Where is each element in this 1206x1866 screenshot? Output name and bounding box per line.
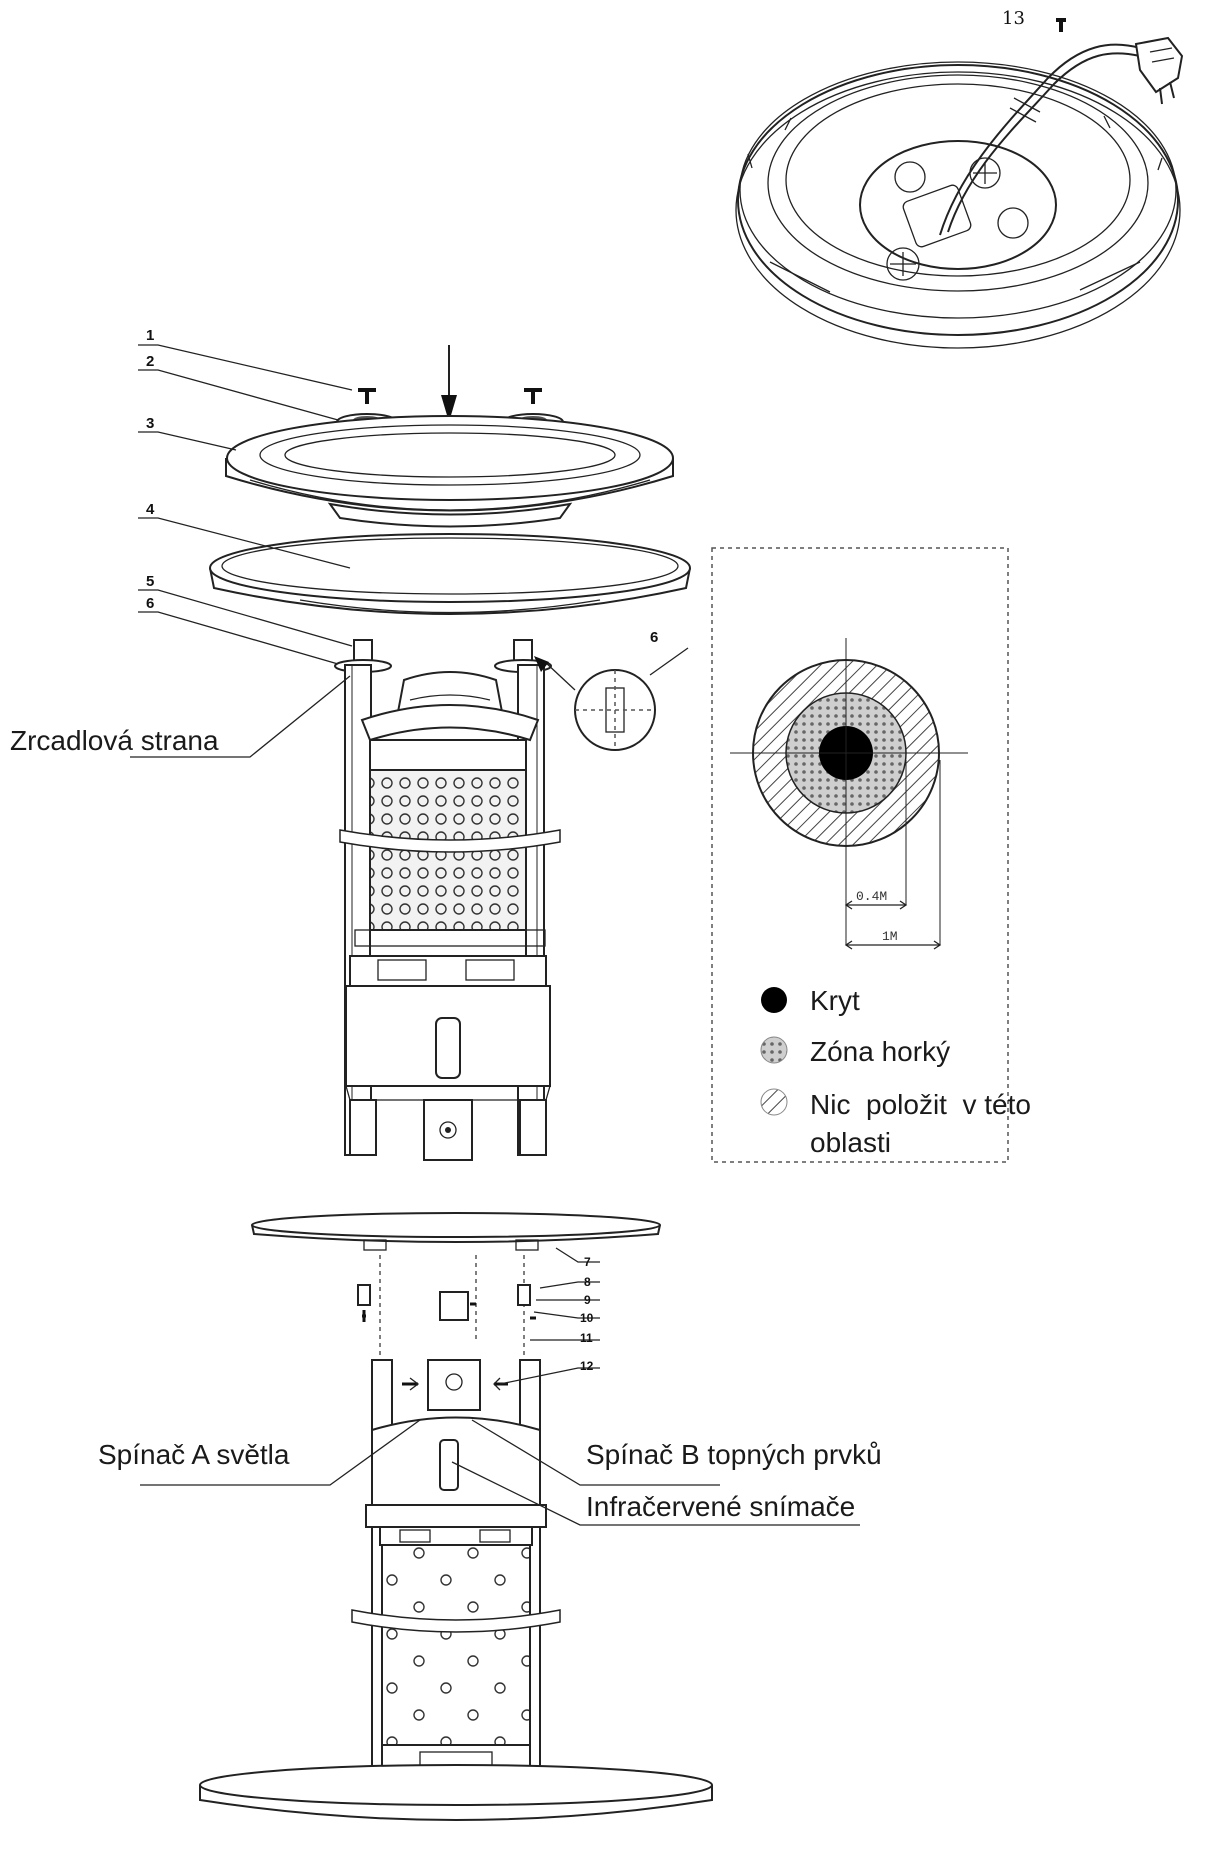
part-number-7: 7	[584, 1255, 591, 1269]
top-plate-lower	[251, 1212, 661, 1251]
part-number-1: 1	[146, 327, 154, 344]
label-infrared-sensors: Infračervené snímače	[586, 1491, 855, 1522]
screw-icon	[1056, 18, 1066, 32]
dimension-outer: 1M	[882, 929, 898, 944]
part-number-9: 9	[584, 1293, 591, 1307]
leader-lines-upper	[130, 344, 353, 758]
part-number-2: 2	[146, 353, 154, 370]
label-switch-b: Spínač B topných prvků	[586, 1439, 882, 1470]
part-number-4: 4	[146, 501, 155, 518]
part-number-6-detail: 6	[650, 629, 658, 646]
part-number-3: 3	[146, 415, 154, 432]
washer-detail	[534, 647, 689, 751]
legend-label-keep-clear-continued: oblasti	[810, 1127, 891, 1158]
part-number-6: 6	[146, 595, 154, 612]
legend-symbol-crosshatch	[760, 1036, 788, 1064]
top-cover	[225, 415, 674, 528]
part-number-8: 8	[584, 1275, 591, 1289]
down-arrow-icon	[441, 345, 457, 422]
legend-symbol-hatch	[760, 1088, 788, 1116]
part-number-10: 10	[580, 1311, 594, 1325]
power-plug-icon	[1134, 36, 1184, 105]
heater-body	[339, 664, 561, 1161]
part-number-12: 12	[580, 1359, 594, 1373]
legend-symbol-solid	[761, 987, 787, 1013]
safety-zone-panel: 0.4M 1M Kryt Zóna horký Nic položit v té…	[711, 547, 1031, 1163]
legend-label-keep-clear: Nic položit v této	[810, 1089, 1031, 1120]
part-number-5: 5	[146, 573, 154, 590]
reflector-ring	[209, 533, 691, 615]
part-number-13: 13	[1002, 8, 1025, 29]
label-switch-a: Spínač A světla	[98, 1439, 290, 1470]
legend-label-hot-zone: Zóna horký	[810, 1036, 950, 1067]
label-mirror-side: Zrcadlová strana	[10, 725, 219, 756]
legend-label-cover: Kryt	[810, 985, 860, 1016]
leader-lines-lower	[140, 1247, 860, 1526]
mounting-hardware	[357, 1255, 536, 1355]
part-numbers: 1 2 3 4 5 6 6 7 8 9 10 11 12	[146, 327, 658, 1373]
power-cord	[939, 43, 1141, 236]
part-number-11: 11	[580, 1331, 593, 1345]
dimension-inner: 0.4M	[856, 889, 887, 904]
heater-body-lower	[199, 1359, 713, 1821]
